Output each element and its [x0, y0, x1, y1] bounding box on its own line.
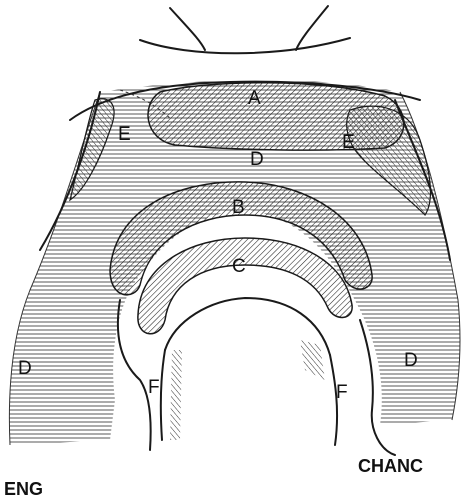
- label-e-left: E: [118, 124, 131, 145]
- region-c: [138, 238, 352, 334]
- label-e-right: E: [342, 132, 355, 153]
- label-d-left: D: [18, 358, 32, 379]
- label-c: C: [232, 256, 246, 277]
- label-f-right: F: [336, 382, 348, 403]
- label-a: A: [248, 88, 261, 109]
- label-f-left: F: [148, 377, 160, 398]
- label-d-right: D: [404, 350, 418, 371]
- label-d-top: D: [250, 149, 264, 170]
- signature-right: CHANC: [358, 456, 423, 476]
- upper-outline: [140, 6, 350, 53]
- label-b: B: [232, 197, 245, 218]
- signature-left: ENG: [4, 479, 43, 499]
